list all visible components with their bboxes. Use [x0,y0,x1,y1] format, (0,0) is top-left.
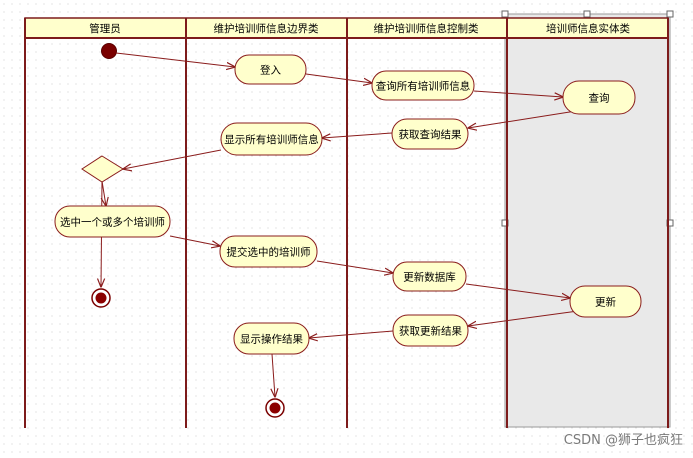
flow-query-all-to-query [473,90,563,97]
svg-text:获取查询结果: 获取查询结果 [399,128,462,141]
svg-text:显示所有培训师信息: 显示所有培训师信息 [224,133,319,146]
svg-text:提交选中的培训师: 提交选中的培训师 [227,246,311,259]
initial-node [101,43,117,59]
activity-show-operation-result: 显示操作结果 [233,322,310,355]
watermark: CSDN @狮子也疯狂 [564,432,683,448]
activity-login: 登入 [234,54,307,85]
svg-text:显示操作结果: 显示操作结果 [240,333,303,346]
activity-update: 更新 [569,285,642,318]
lane-selection-frame [504,13,671,428]
activity-select-trainers: 选中一个或多个培训师 [54,205,171,238]
flow-show-result-to-final [272,353,275,397]
activity-get-update-result: 获取更新结果 [392,314,469,347]
activity-query: 查询 [562,80,636,115]
flow-update-db-to-update [465,283,570,298]
activity-submit-selected: 提交选中的培训师 [219,235,318,268]
activity-get-query-result: 获取查询结果 [391,118,469,150]
flow-query-to-get-result [468,110,577,128]
svg-text:更新: 更新 [595,296,616,309]
lane-title-boundary: 维护培训师信息边界类 [214,22,319,35]
final-node-boundary [265,398,285,418]
control-flows [101,52,579,397]
flow-get-result-to-show-all [322,132,393,138]
flow-submit-to-update-db [316,260,393,273]
flow-select-to-submit [169,235,220,246]
svg-text:查询: 查询 [589,92,610,105]
lane-dividers [24,18,669,428]
selection-handles[interactable] [501,10,674,227]
final-node-admin [91,288,111,308]
svg-text:获取更新结果: 获取更新结果 [399,325,462,338]
lane-title-control: 维护培训师信息控制类 [374,22,479,35]
flow-show-all-to-decision [123,149,222,169]
activity-query-all-trainers: 查询所有培训师信息 [371,70,475,101]
lane-title-entity: 培训师信息实体类 [546,22,630,35]
svg-text:查询所有培训师信息: 查询所有培训师信息 [376,80,471,93]
svg-text:选中一个或多个培训师: 选中一个或多个培训师 [60,216,165,229]
flow-login-to-query-all [305,73,372,83]
lane-title-admin: 管理员 [89,22,121,35]
flow-get-update-result-to-show [309,330,394,338]
svg-text:登入: 登入 [260,64,281,77]
flow-start-to-login [115,52,235,67]
decision-node [81,155,124,183]
flow-decision-to-select [102,180,106,206]
flow-update-to-get-update-result [468,310,579,326]
svg-text:更新数据库: 更新数据库 [403,271,456,284]
activity-update-database: 更新数据库 [392,261,467,292]
activity-show-all-trainers: 显示所有培训师信息 [220,122,323,156]
